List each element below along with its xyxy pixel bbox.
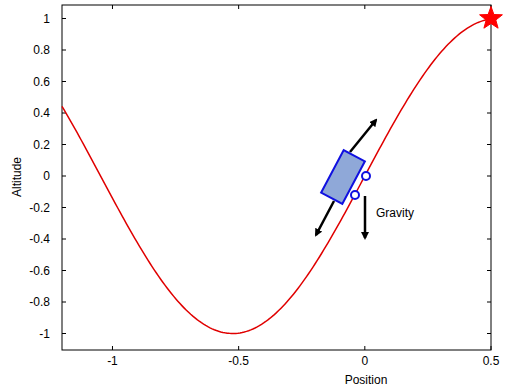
x-tick-label: 0.5 [483, 354, 500, 368]
x-tick-label: -0.5 [228, 354, 249, 368]
car-wheel [362, 172, 370, 180]
car-wheel [351, 191, 359, 199]
y-tick-label: -0.6 [29, 264, 50, 278]
x-tick-label: 0 [361, 354, 368, 368]
hill-curve [62, 19, 491, 334]
force-arrow [316, 201, 334, 235]
goal-star [480, 7, 503, 29]
x-axis-label: Position [345, 373, 388, 387]
y-axis-label: Altitude [10, 157, 24, 197]
y-tick-label: -1 [39, 327, 50, 341]
y-tick-label: 0.6 [33, 75, 50, 89]
tick-marks [62, 5, 491, 350]
force-arrow [350, 120, 376, 152]
y-tick-label: 0.8 [33, 43, 50, 57]
y-tick-label: 0 [43, 169, 50, 183]
y-tick-label: -0.2 [29, 201, 50, 215]
y-tick-label: -0.8 [29, 295, 50, 309]
y-tick-label: 0.4 [33, 106, 50, 120]
y-tick-label: 0.2 [33, 138, 50, 152]
annotation-label: Gravity [376, 206, 414, 220]
y-tick-label: 1 [43, 12, 50, 26]
axes-box [62, 5, 491, 350]
y-tick-label: -0.4 [29, 232, 50, 246]
gravity-arrow [364, 196, 367, 238]
x-tick-label: -1 [107, 354, 118, 368]
car-body [321, 150, 365, 204]
